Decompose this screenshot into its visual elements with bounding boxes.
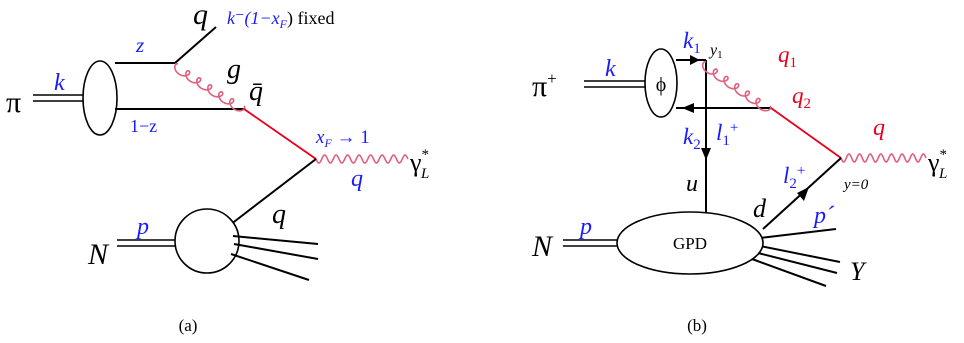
label-1mz: 1−z xyxy=(130,116,157,136)
label-q1: q1 xyxy=(778,42,797,71)
label-pion-a: π xyxy=(6,86,21,119)
label-k2: k2 xyxy=(683,124,701,153)
label-k1: k1 xyxy=(683,28,701,57)
remnant-line-3 xyxy=(230,253,310,281)
label-phi: ϕ xyxy=(656,74,667,96)
pion-blob-b xyxy=(644,48,678,118)
quark-q2-propagator xyxy=(770,107,842,159)
label-p-prime: p´ xyxy=(812,203,835,229)
label-l1: l1+ xyxy=(716,120,738,149)
remnant-Y-line-2 xyxy=(757,252,838,274)
caption-a: (a) xyxy=(179,316,198,335)
label-photon-momentum-a: q xyxy=(351,166,363,192)
label-nucleon-b: N xyxy=(531,230,554,263)
label-Y: Y xyxy=(850,257,867,286)
photon-b xyxy=(840,153,927,163)
label-q2: q2 xyxy=(792,83,811,112)
diagram-b: π+ k ϕ k1 y1 q1 q2 q γ*L k2 l1+ u l2+ y=… xyxy=(531,28,947,335)
arrow-k1 xyxy=(690,55,700,65)
remnant-line-2 xyxy=(233,243,319,260)
pion-blob-a xyxy=(82,60,118,136)
gluon-a xyxy=(174,62,246,112)
label-photon-b: γ*L xyxy=(927,147,947,182)
label-q-b: q xyxy=(873,115,885,141)
label-y0: y=0 xyxy=(842,177,869,193)
label-outgoing-quark: q xyxy=(193,0,208,31)
outgoing-pprime-line xyxy=(759,228,837,239)
outgoing-quark-line xyxy=(174,26,217,64)
arrow-k2 xyxy=(682,103,694,113)
label-pion-momentum-b: k xyxy=(605,56,616,82)
label-quark-from-nucleon: q xyxy=(272,199,286,230)
quark-from-nucleon-line xyxy=(225,158,317,229)
arrow-l1 xyxy=(701,148,711,160)
caption-b: (b) xyxy=(687,316,707,335)
label-pion-b: π+ xyxy=(532,69,557,103)
label-nucleon-a: N xyxy=(87,238,110,271)
label-nucleon-momentum-a: p xyxy=(135,214,149,240)
diagram-a: π k z 1−z q k⁻(1−xF) fixed g q̄ xF → 1 q… xyxy=(6,0,429,335)
arrow-l2 xyxy=(797,187,809,201)
label-gpd: GPD xyxy=(673,234,707,253)
label-nucleon-momentum-b: p xyxy=(578,214,592,240)
remnant-Y-line-3 xyxy=(751,258,827,287)
label-antiquark: q̄ xyxy=(249,76,263,107)
nucleon-blob-a xyxy=(174,208,240,274)
remnant-line-1 xyxy=(232,235,319,245)
label-xf: xF → 1 xyxy=(315,127,370,150)
photon-a xyxy=(315,154,409,164)
label-y1: y1 xyxy=(708,42,723,61)
label-d: d xyxy=(753,194,767,223)
label-l2: l2+ xyxy=(783,163,805,192)
label-photon-a: γ*L xyxy=(409,147,429,182)
gpd-blob xyxy=(616,211,764,275)
label-gluon-g: g xyxy=(227,54,241,85)
remnant-Y-line-1 xyxy=(759,245,841,263)
label-u: u xyxy=(686,171,698,197)
label-z: z xyxy=(135,33,144,57)
antiquark-propagator-a xyxy=(243,108,317,160)
label-kminus: k⁻(1−xF) fixed xyxy=(227,8,334,31)
gluon-b xyxy=(701,60,772,112)
label-pion-momentum-a: k xyxy=(54,70,65,96)
